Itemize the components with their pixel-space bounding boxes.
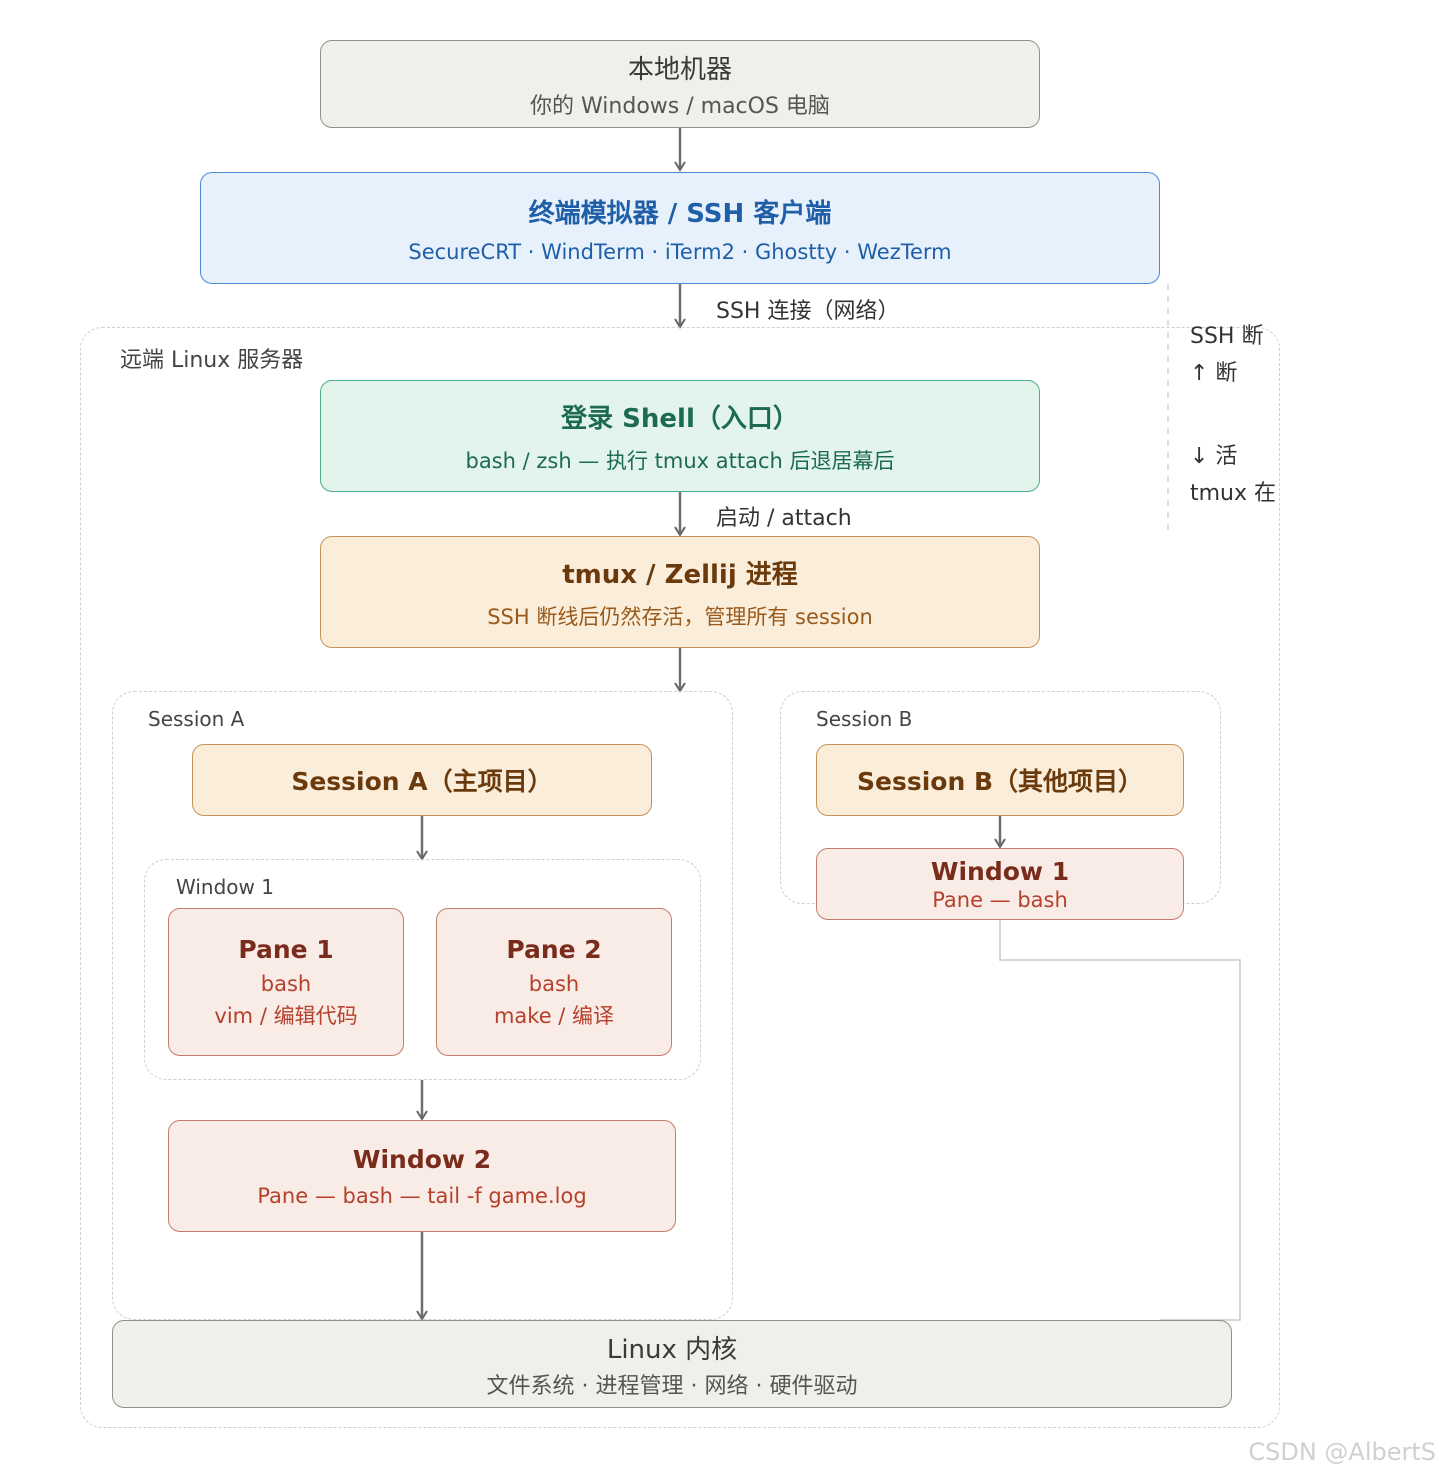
side-note-line4: tmux 在: [1190, 481, 1277, 506]
remote-server-group: [80, 327, 1280, 1428]
session-a-title: Session A（主项目）: [291, 767, 553, 796]
pane2-line1: bash: [528, 971, 580, 996]
session-b-window1-title: Window 1: [930, 856, 1070, 886]
attach-label: 启动 / attach: [716, 506, 852, 531]
session-b-node: Session B（其他项目）: [816, 744, 1184, 816]
pane1-line2: vim / 编辑代码: [214, 1003, 358, 1028]
pane2-title: Pane 2: [506, 934, 602, 964]
terminal-subtitle: SecureCRT · WindTerm · iTerm2 · Ghostty …: [408, 239, 952, 264]
local-machine-subtitle: 你的 Windows / macOS 电脑: [530, 93, 830, 119]
kernel-title: Linux 内核: [606, 1334, 738, 1365]
pane1-node: Pane 1 bash vim / 编辑代码: [168, 908, 404, 1056]
side-note-line3: ↓ 活: [1190, 444, 1238, 469]
linux-kernel-node: Linux 内核 文件系统 · 进程管理 · 网络 · 硬件驱动: [112, 1320, 1232, 1408]
login-shell-node: 登录 Shell（入口） bash / zsh — 执行 tmux attach…: [320, 380, 1040, 492]
session-b-group-label: Session B: [816, 707, 913, 731]
session-a-group-label: Session A: [148, 707, 245, 731]
login-shell-title: 登录 Shell（入口）: [561, 403, 799, 434]
side-note-line2: ↑ 断: [1190, 361, 1238, 386]
window2-node: Window 2 Pane — bash — tail -f game.log: [168, 1120, 676, 1232]
session-b-window1-subtitle: Pane — bash: [932, 887, 1068, 912]
window1-group-label: Window 1: [176, 875, 274, 899]
window2-subtitle: Pane — bash — tail -f game.log: [257, 1183, 587, 1208]
session-b-window1-node: Window 1 Pane — bash: [816, 848, 1184, 920]
watermark: CSDN @AlbertS: [1248, 1438, 1436, 1466]
local-machine-title: 本地机器: [627, 54, 732, 85]
pane2-line2: make / 编译: [493, 1003, 615, 1028]
remote-server-label: 远端 Linux 服务器: [120, 348, 304, 373]
terminal-title: 终端模拟器 / SSH 客户端: [528, 198, 832, 229]
local-machine-node: 本地机器 你的 Windows / macOS 电脑: [320, 40, 1040, 128]
session-a-group: [112, 691, 733, 1320]
terminal-emulator-node: 终端模拟器 / SSH 客户端 SecureCRT · WindTerm · i…: [200, 172, 1160, 284]
kernel-subtitle: 文件系统 · 进程管理 · 网络 · 硬件驱动: [486, 1373, 858, 1399]
side-note-line1: SSH 断: [1190, 324, 1264, 349]
session-b-title: Session B（其他项目）: [856, 767, 1144, 796]
window2-title: Window 2: [352, 1144, 492, 1174]
tmux-process-node: tmux / Zellij 进程 SSH 断线后仍然存活，管理所有 sessio…: [320, 536, 1040, 648]
session-a-node: Session A（主项目）: [192, 744, 652, 816]
tmux-subtitle: SSH 断线后仍然存活，管理所有 session: [487, 604, 873, 629]
login-shell-subtitle: bash / zsh — 执行 tmux attach 后退居幕后: [465, 448, 895, 473]
pane1-line1: bash: [260, 971, 312, 996]
session-a-window1-group: [144, 859, 701, 1080]
ssh-connection-label: SSH 连接（网络）: [716, 299, 900, 324]
pane2-node: Pane 2 bash make / 编译: [436, 908, 672, 1056]
tmux-title: tmux / Zellij 进程: [562, 559, 798, 590]
pane1-title: Pane 1: [238, 934, 334, 964]
